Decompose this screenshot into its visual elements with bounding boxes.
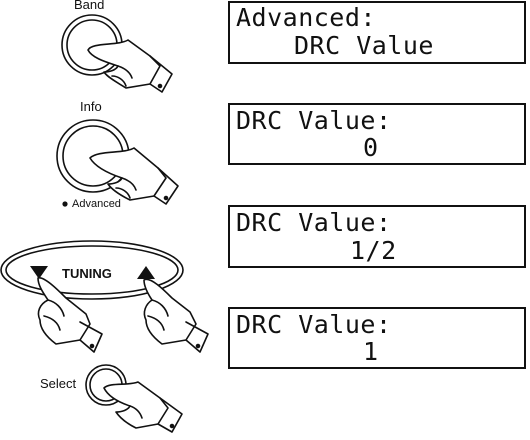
lcd-line-1: DRC Value:	[236, 312, 392, 338]
hand-icon	[144, 279, 208, 352]
lcd-line-2: 1	[363, 339, 379, 365]
lcd-display: DRC Value: 1	[228, 307, 526, 369]
select-label: Select	[40, 376, 76, 391]
band-label: Band	[74, 0, 104, 12]
lcd-display: Advanced: DRC Value	[228, 1, 526, 64]
info-label: Info	[80, 99, 102, 114]
lcd-line-2: DRC Value	[294, 33, 434, 59]
lcd-line-1: Advanced:	[236, 5, 376, 31]
lcd-line-2: 1/2	[350, 238, 397, 264]
tuning-label: TUNING	[62, 266, 112, 281]
advanced-dot-icon	[62, 201, 67, 206]
lcd-line-1: DRC Value:	[236, 108, 392, 134]
lcd-display: DRC Value: 1/2	[228, 205, 526, 268]
hand-icon	[104, 382, 182, 432]
lcd-display: DRC Value: 0	[228, 103, 526, 165]
advanced-label: Advanced	[72, 198, 121, 210]
lcd-line-2: 0	[363, 135, 379, 161]
lcd-line-1: DRC Value:	[236, 210, 392, 236]
